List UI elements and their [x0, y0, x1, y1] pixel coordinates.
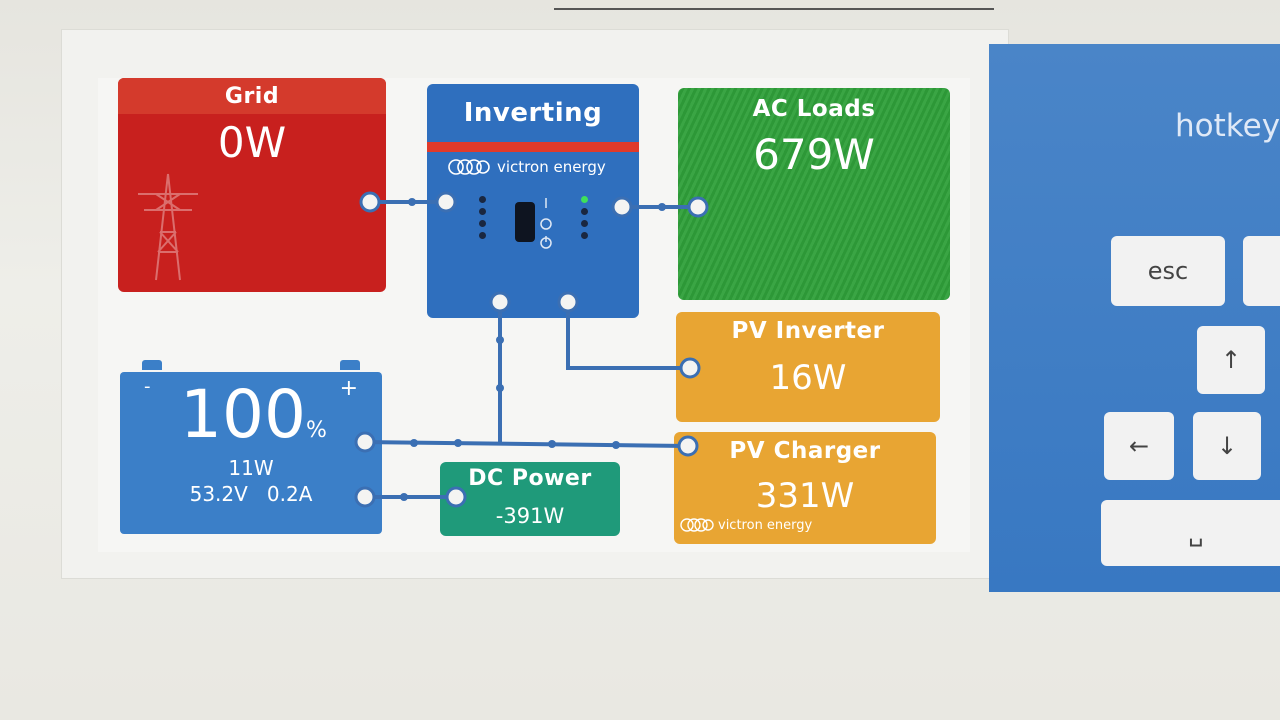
victron-brand: victron energy	[447, 156, 606, 178]
pv-charger-value: 331W	[755, 476, 855, 516]
battery-voltage-current: 53.2V 0.2A	[120, 482, 382, 506]
pv-charger-brand-text: victron energy	[718, 517, 813, 533]
grid-power-value: 0W	[217, 118, 287, 167]
battery-minus-sign: -	[144, 376, 151, 397]
battery-soc-unit: %	[305, 418, 327, 443]
ac-loads-title: AC Loads	[752, 96, 876, 122]
battery-terminal-negative	[142, 360, 162, 370]
top-window-edge	[554, 0, 994, 10]
victron-brand-text: victron energy	[497, 158, 606, 176]
down-arrow-key[interactable]: ↓	[1193, 412, 1261, 480]
pv-charger-brand: victron energy	[680, 516, 812, 534]
left-arrow-key[interactable]: ←	[1104, 412, 1174, 480]
ac-loads-tile[interactable]: AC Loads 679W	[678, 88, 950, 300]
power-flow-lines	[354, 191, 709, 508]
enter-key[interactable]	[1243, 236, 1280, 306]
inverter-accent-bar	[427, 142, 639, 152]
dc-power-value: -391W	[495, 504, 565, 528]
grid-header	[118, 78, 386, 114]
dc-power-title: DC Power	[468, 466, 592, 491]
ac-loads-value: 679W	[753, 130, 875, 179]
victron-logo-icon	[680, 518, 714, 532]
connector-rings	[354, 191, 709, 508]
battery-tile[interactable]: - + 100% 11W 53.2V 0.2A	[120, 360, 382, 534]
pv-inverter-title: PV Inverter	[731, 318, 885, 344]
victron-logo-icon	[448, 159, 490, 175]
flow-dots	[400, 198, 666, 501]
battery-soc-value: 100	[180, 376, 306, 453]
power-pylon-icon	[138, 173, 198, 281]
device-switch	[515, 202, 535, 242]
battery-power: 11W	[228, 456, 274, 480]
grid-title: Grid	[224, 84, 280, 109]
left-led-column	[479, 196, 486, 239]
dc-power-tile[interactable]: DC Power -391W	[440, 462, 620, 536]
pv-charger-title: PV Charger	[729, 438, 881, 464]
dc-bus-line	[363, 440, 690, 448]
grid-tile[interactable]: Grid 0W	[118, 78, 386, 292]
hotkey-title: hotkey	[1175, 108, 1280, 144]
battery-terminal-positive	[340, 360, 360, 370]
pv-inverter-value: 16W	[769, 358, 847, 398]
battery-voltage: 53.2V	[189, 482, 248, 506]
right-led-column	[581, 196, 588, 239]
battery-plus-sign: +	[339, 376, 358, 401]
battery-soc: 100%	[180, 376, 327, 453]
inverter-state: Inverting	[463, 98, 603, 128]
inverter-pvinverter-line	[566, 300, 692, 370]
space-key[interactable]: ␣	[1101, 500, 1280, 566]
pv-inverter-tile[interactable]: PV Inverter 16W	[676, 312, 940, 422]
power-switch-icon	[540, 198, 552, 249]
hotkey-panel: hotkey esc ↑ ← ↓ ␣	[989, 44, 1280, 592]
esc-key[interactable]: esc	[1111, 236, 1225, 306]
inverter-tile[interactable]: Inverting victron energy	[427, 84, 639, 318]
pv-charger-tile[interactable]: PV Charger 331W victron energy	[674, 432, 936, 544]
up-arrow-key[interactable]: ↑	[1197, 326, 1265, 394]
battery-current: 0.2A	[266, 482, 313, 506]
